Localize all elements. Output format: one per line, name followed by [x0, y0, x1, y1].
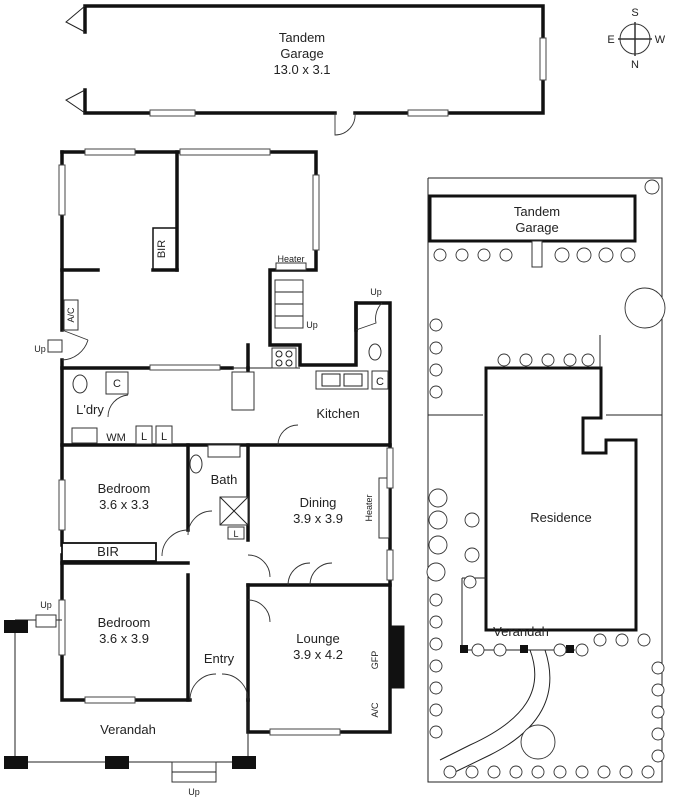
entry-label: Entry	[204, 651, 235, 666]
bedroom3-size: 3.6 x 3.9	[99, 631, 149, 646]
verandah: Up Verandah Up	[4, 600, 256, 797]
bir2-label: BIR	[97, 544, 119, 559]
main-house: BIR Heater Up A/C Up Up	[34, 148, 405, 736]
bedroom2-label: Bedroom	[98, 481, 151, 496]
kitchen-label: Kitchen	[316, 406, 359, 421]
compass-w: W	[655, 34, 666, 46]
compass-n: N	[631, 59, 639, 71]
l3-label: L	[233, 529, 238, 539]
up-top-label: Up	[370, 287, 382, 297]
up-left-label: Up	[34, 344, 46, 354]
residence-label: Residence	[530, 510, 591, 525]
ac2-label: A/C	[370, 702, 380, 718]
up-bottom-label: Up	[188, 787, 200, 797]
site-garage-label: Tandem	[514, 204, 560, 219]
laundry-label: L'dry	[76, 402, 104, 417]
garage-size: 13.0 x 3.1	[273, 62, 330, 77]
c1-label: C	[113, 378, 121, 390]
bir1-label: BIR	[156, 240, 168, 258]
dining-size: 3.9 x 3.9	[293, 511, 343, 526]
compass: S E W N	[607, 7, 665, 71]
gfp-label: GFP	[370, 651, 380, 670]
dining-label: Dining	[300, 495, 337, 510]
bath-label: Bath	[211, 472, 238, 487]
up-meals-label: Up	[306, 320, 318, 330]
verandah-label: Verandah	[100, 722, 156, 737]
l2-label: L	[161, 431, 167, 443]
c2-label: C	[376, 376, 384, 388]
garage-label: Tandem	[279, 30, 325, 45]
heater2-label: Heater	[364, 494, 374, 521]
wm-label: WM	[106, 432, 126, 444]
lounge-label: Lounge	[296, 631, 339, 646]
lounge-size: 3.9 x 4.2	[293, 647, 343, 662]
garage-label-2: Garage	[280, 46, 323, 61]
up-veranda-side-label: Up	[40, 600, 52, 610]
tandem-garage: Tandem Garage 13.0 x 3.1	[65, 4, 547, 136]
site-garage-label-2: Garage	[515, 220, 558, 235]
site-trees	[426, 179, 666, 779]
site-verandah-label: Verandah	[493, 624, 549, 639]
site-plan: Tandem Garage Residence Verandah	[426, 177, 666, 783]
compass-e: E	[607, 34, 614, 46]
bedroom3-label: Bedroom	[98, 615, 151, 630]
heater1-label: Heater	[277, 254, 304, 264]
bedroom2-size: 3.6 x 3.3	[99, 497, 149, 512]
compass-s: S	[631, 7, 638, 19]
ac1-label: A/C	[66, 307, 76, 323]
l1-label: L	[141, 431, 147, 443]
